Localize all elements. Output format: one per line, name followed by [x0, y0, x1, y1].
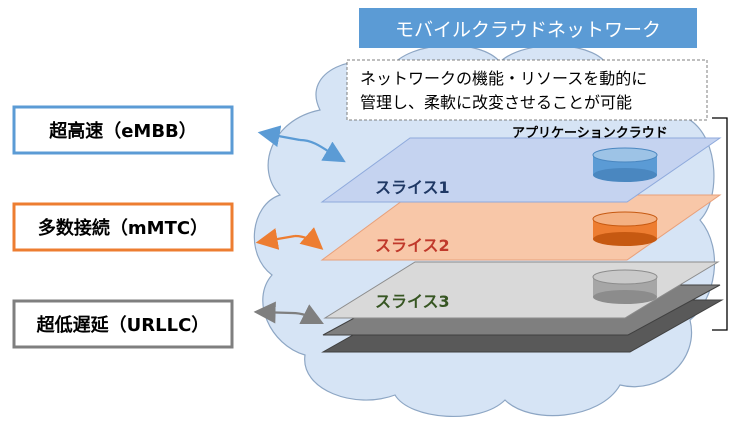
service-label-embb: 超高速（eMBB） — [49, 120, 197, 142]
arrow-mmtc — [294, 227, 324, 250]
slice-2-label: スライス2 — [375, 236, 450, 255]
arrow-embb-back — [257, 125, 301, 148]
cylinder-3 — [592, 269, 658, 304]
slice-1-label: スライス1 — [375, 178, 450, 197]
diagram-title: モバイルクラウドネットワーク — [395, 19, 661, 41]
app-cloud-bracket — [712, 117, 728, 331]
service-box-embb — [12, 105, 234, 155]
note-line-1: ネットワークの機能・リソースを動的に — [360, 69, 647, 88]
app-cloud-label: アプリケーションクラウド — [512, 126, 668, 141]
arrow-mmtc-back — [255, 228, 296, 250]
note-line-2: 管理し、柔軟に改変させることが可能 — [360, 93, 632, 112]
arrow-urllc-back — [253, 301, 293, 324]
service-box-urllc — [12, 299, 234, 349]
title-bar — [359, 8, 697, 48]
service-label-mmtc: 多数接続（mMTC） — [38, 217, 208, 239]
note-box — [346, 59, 708, 121]
service-box-mmtc — [12, 202, 234, 252]
arrow-embb — [299, 138, 346, 163]
cylinder-1 — [592, 147, 658, 182]
arrow-urllc — [291, 304, 324, 324]
service-label-urllc: 超低遅延（URLLC） — [37, 314, 210, 336]
slice-3-label: スライス3 — [375, 292, 450, 311]
cylinder-2 — [592, 211, 658, 246]
